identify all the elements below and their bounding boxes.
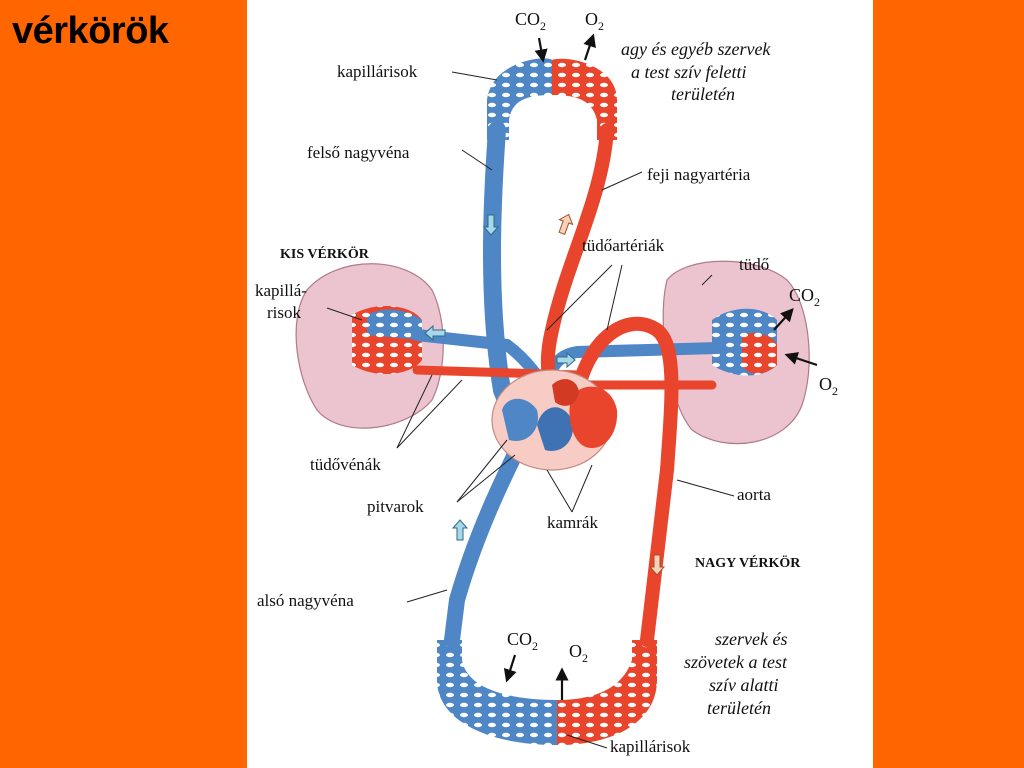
label-ventricles: kamrák [547, 513, 598, 532]
annotation-upper-2: a test szív feletti [631, 62, 746, 82]
label-pulmonary-circuit: KIS VÉRKÖR [280, 245, 370, 262]
label-systemic-circuit: NAGY VÉRKÖR [695, 554, 801, 571]
annotation-lower-4: területén [707, 698, 771, 718]
o2-label-top: O2 [585, 9, 604, 33]
label-lung-capillaries-2: risok [267, 303, 302, 322]
label-atria: pitvarok [367, 497, 424, 516]
circulation-diagram: CO2 O2 CO2 O2 CO2 O2 kapillárisok felső … [247, 0, 873, 768]
leader-lines [326, 71, 735, 749]
co2-label-top: CO2 [515, 9, 546, 33]
structure-labels: kapillárisok felső nagyvéna feji nagyart… [255, 62, 801, 756]
annotation-lower-1: szervek és [715, 629, 787, 649]
region-annotations: agy és egyéb szervek a test szív feletti… [621, 39, 788, 718]
flow-arrows [424, 213, 666, 576]
gas-labels: CO2 O2 CO2 O2 CO2 O2 [507, 9, 838, 665]
left-lung-capillaries [352, 305, 422, 375]
lower-capillary-bed [437, 640, 657, 745]
upper-capillary-bed [487, 58, 617, 141]
label-aorta: aorta [737, 485, 771, 504]
annotation-upper-3: területén [671, 84, 735, 104]
annotation-lower-2: szövetek a test [684, 652, 788, 672]
label-pulmonary-veins: tüdővénák [310, 455, 381, 474]
heart [491, 369, 618, 471]
label-superior-vena-cava: felső nagyvéna [307, 143, 410, 162]
label-capillaries-top: kapillárisok [337, 62, 418, 81]
slide-title: vérkörök [12, 10, 169, 52]
annotation-upper-1: agy és egyéb szervek [621, 39, 771, 59]
label-lung-capillaries-1: kapillá- [255, 281, 307, 300]
label-inferior-vena-cava: alsó nagyvéna [257, 591, 354, 610]
circulation-svg: CO2 O2 CO2 O2 CO2 O2 kapillárisok felső … [255, 9, 838, 756]
o2-label-bottom: O2 [569, 641, 588, 665]
label-head-artery: feji nagyartéria [647, 165, 751, 184]
o2-label-lung: O2 [819, 374, 838, 398]
annotation-lower-3: szív alatti [709, 675, 779, 695]
label-pulmonary-arteries: tüdőartériák [582, 236, 665, 255]
gas-arrows [503, 33, 818, 700]
label-lung: tüdő [739, 255, 769, 274]
co2-label-lung: CO2 [789, 285, 820, 309]
right-lung-capillaries [712, 308, 777, 376]
label-capillaries-bottom: kapillárisok [610, 737, 691, 756]
co2-label-bottom: CO2 [507, 629, 538, 653]
